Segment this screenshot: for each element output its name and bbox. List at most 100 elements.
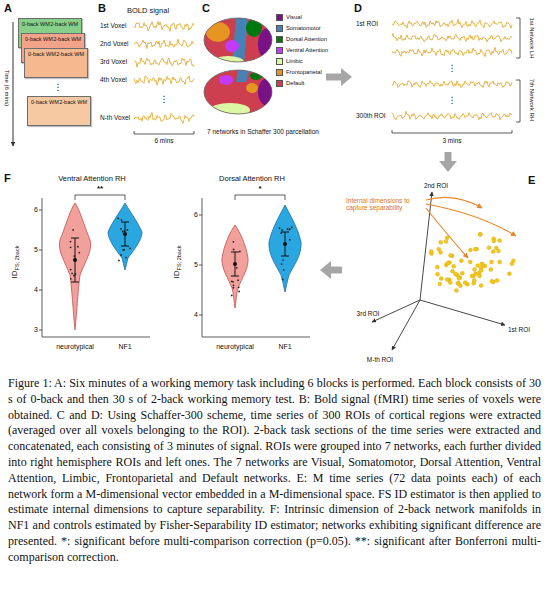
brain-medial [204, 70, 272, 114]
violin-neurotypical [222, 225, 248, 308]
data-point [489, 268, 493, 272]
duration-bracket [516, 80, 520, 122]
card-text-row: 0-back WM2-back WM [19, 19, 81, 28]
sample-point [279, 227, 281, 229]
axis-title-subscript: FS; 2back [176, 246, 182, 271]
flow-arrow [326, 68, 352, 86]
data-point [448, 281, 452, 285]
legend-entry: Visual [276, 14, 302, 21]
duration-bracket [516, 18, 520, 58]
panel-letter: D [354, 2, 362, 14]
mean-marker [283, 242, 287, 246]
axis-title: IDFS; 2back [10, 246, 22, 279]
annotation-text: 6 [34, 206, 38, 214]
panel-letter: B [98, 2, 106, 14]
annotation-text: NF1 [118, 343, 131, 351]
data-point [446, 261, 450, 265]
brain-medial [210, 103, 250, 117]
sample-point [289, 239, 291, 241]
annotation-text: ⋮ [448, 63, 457, 73]
roi-axes [420, 300, 505, 325]
panel-frame: D [352, 2, 544, 152]
plot-axis [42, 198, 150, 337]
legend-swatch [276, 69, 283, 76]
brain-medial [246, 83, 258, 93]
annotation-text: BOLD signal [127, 7, 169, 16]
violin-neurotypical [59, 203, 90, 330]
legend-entry: Default [276, 80, 304, 87]
sample-point [238, 286, 240, 288]
data-point [490, 279, 494, 283]
card-text: 0-back WM [22, 21, 50, 28]
data-point [429, 232, 515, 292]
brain-medial [200, 68, 280, 118]
task-card: 0-back WM2-back WM [27, 96, 91, 126]
legend-swatch [276, 80, 283, 87]
brain-lateral [200, 16, 280, 68]
roi-signal [392, 19, 512, 119]
arrow-shaft [445, 152, 452, 162]
annotation-text: 4 [34, 286, 38, 294]
mean-marker [73, 258, 77, 262]
arrow-shaft [330, 267, 342, 274]
signal-trace [134, 76, 194, 85]
data-point [478, 274, 482, 278]
sample-point [117, 218, 119, 220]
brain-lateral [258, 28, 278, 60]
annotation-text: Time (6 mins) [4, 70, 11, 106]
signal-trace [134, 112, 194, 123]
legend-entry: Limbic [276, 58, 303, 65]
sample-point [239, 251, 241, 253]
annotation-text: * [258, 184, 261, 193]
axis-title-subscript: FS; 2back [14, 246, 20, 271]
sample-point [281, 229, 283, 231]
flow-arrow [439, 152, 457, 172]
panel-frame: F [2, 172, 320, 368]
legend-entry: Ventral Attention [276, 47, 328, 54]
sample-point [287, 228, 289, 230]
signal-trace [134, 22, 194, 32]
annotation-text: Ventral Attention RH [58, 175, 126, 184]
brain-lateral [206, 22, 230, 42]
mean-marker [233, 262, 237, 266]
data-point [479, 269, 483, 273]
card-text: 0-back WM [25, 36, 53, 43]
card-text-row: 0-back WM2-back WM [28, 97, 90, 106]
annotation-text: 1st ROI [508, 326, 530, 333]
annotation-text: 3 mins [442, 137, 461, 144]
data-point [438, 282, 442, 286]
violin-nf1 [269, 205, 301, 292]
annotation-text: M-th ROI [367, 356, 393, 363]
signal-trace [134, 58, 194, 67]
axis-title-main: ID [172, 270, 181, 278]
data-point [478, 232, 482, 236]
annotation-text: NF1 [278, 343, 291, 351]
flow-arrow [320, 261, 342, 279]
data-point [459, 259, 463, 263]
error-bar [71, 222, 289, 282]
sample-point [118, 260, 120, 262]
annotation-text: 6 mins [154, 137, 173, 144]
annotation-text: 4 [194, 311, 198, 319]
annotation-text: neurotypical [216, 343, 254, 351]
data-point [436, 272, 440, 276]
data-point [491, 250, 495, 254]
data-point [444, 239, 448, 243]
error-bar [231, 252, 239, 276]
significance-bracket [75, 195, 285, 200]
signal-trace [134, 39, 194, 48]
brain-medial [219, 75, 233, 85]
signal-trace [392, 47, 512, 56]
annotation-text: ⋮ [54, 82, 63, 92]
annotation-text: 2nd Voxel [100, 40, 129, 47]
signal-trace [392, 111, 512, 119]
sample-point [122, 231, 124, 233]
task-card: 0-back WM2-back WM [24, 48, 88, 78]
annotation-text: 5 [34, 246, 38, 254]
annotation-text: 7 networks in Schaffer 300 parcellation [204, 128, 322, 135]
voxel-signal [134, 22, 194, 124]
data-point [490, 260, 494, 264]
data-point [487, 246, 491, 250]
error-bar [71, 238, 79, 282]
